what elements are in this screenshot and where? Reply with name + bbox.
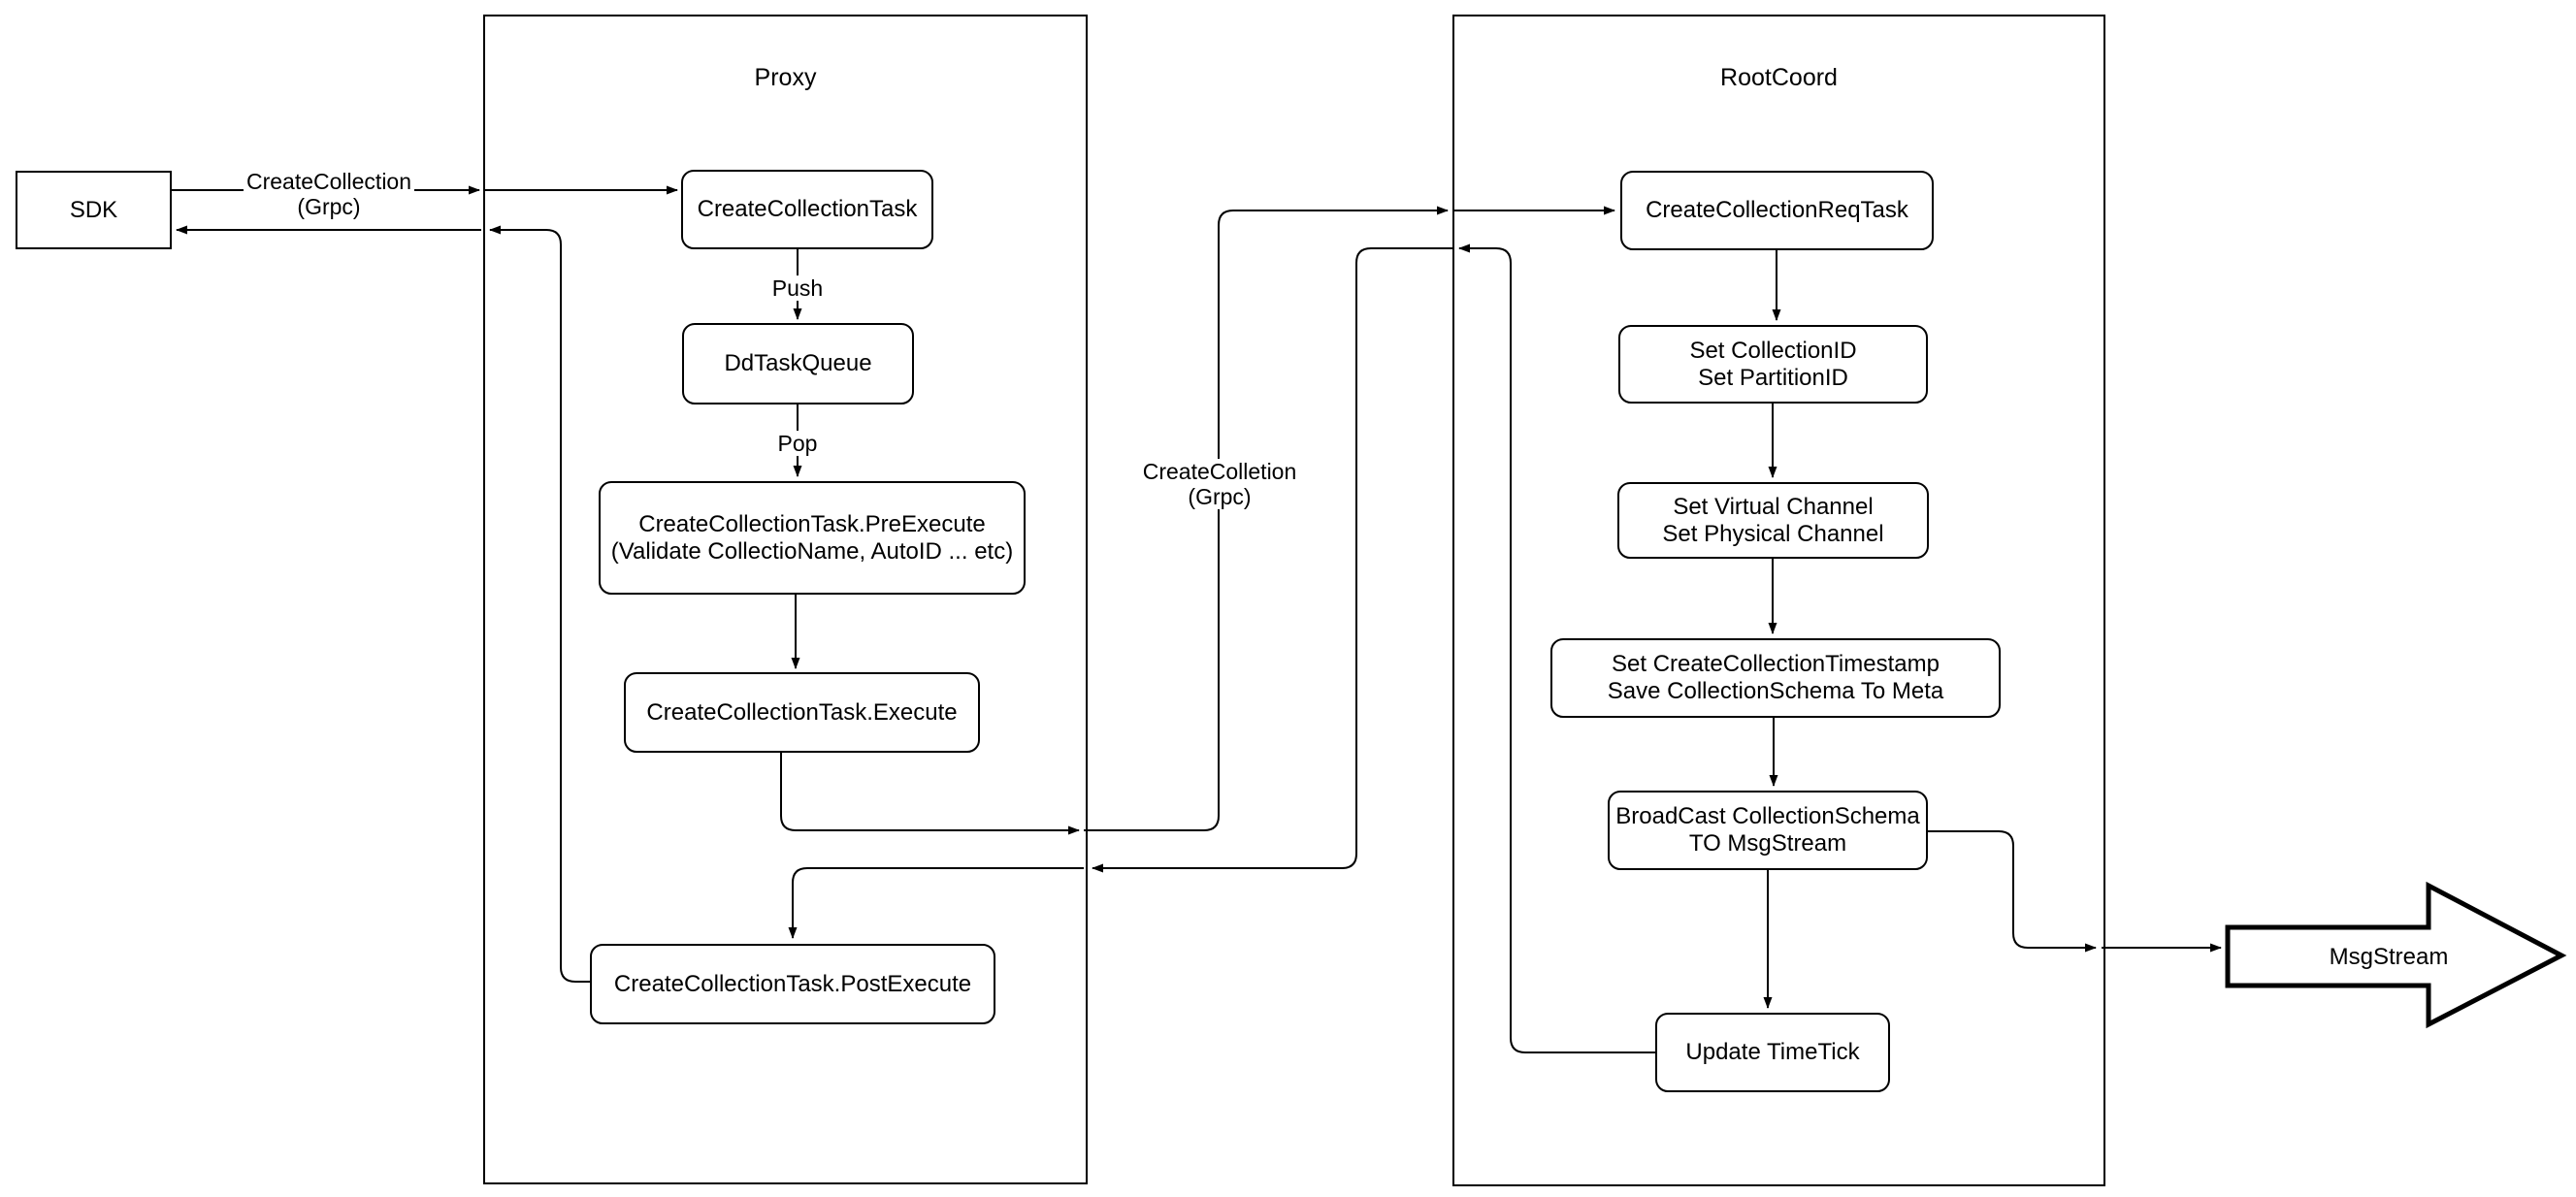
proxy-container: Proxy [483,15,1088,1184]
edge-label-grpc-mid-line2: (Grpc) [1188,484,1252,509]
rootcoord-title: RootCoord [1720,64,1838,91]
node-set-ids-label-line2: Set PartitionID [1698,364,1848,391]
node-pre-execute: CreateCollectionTask.PreExecute (Validat… [599,481,1026,595]
node-sdk-label: SDK [69,196,118,223]
node-set-timestamp-label-line1: Set CreateCollectionTimestamp [1612,651,1940,677]
node-sdk: SDK [16,171,172,249]
node-set-timestamp-label-line2: Save CollectionSchema To Meta [1607,678,1944,704]
edge-label-push: Push [768,275,827,301]
node-set-channels-label-line1: Set Virtual Channel [1673,493,1874,520]
msgstream-label: MsgStream [2330,944,2449,971]
edge-label-grpc-mid: CreateColletion (Grpc) [1139,459,1300,509]
node-create-collection-req-task-label: CreateCollectionReqTask [1646,197,1908,223]
node-create-collection-req-task: CreateCollectionReqTask [1620,171,1934,250]
node-set-channels: Set Virtual Channel Set Physical Channel [1617,482,1929,559]
node-pre-execute-label-line2: (Validate CollectioName, AutoID ... etc) [610,537,1014,565]
node-execute-label: CreateCollectionTask.Execute [646,698,958,726]
node-post-execute: CreateCollectionTask.PostExecute [590,944,995,1024]
node-execute: CreateCollectionTask.Execute [624,672,980,753]
node-broadcast-label-line2: TO MsgStream [1688,830,1847,857]
node-set-ids: Set CollectionID Set PartitionID [1618,325,1928,404]
proxy-title: Proxy [754,64,817,91]
node-post-execute-label: CreateCollectionTask.PostExecute [613,970,972,997]
edge-label-grpc-out-line2: (Grpc) [297,194,361,219]
node-update-timetick-label: Update TimeTick [1685,1039,1860,1065]
node-set-timestamp: Set CreateCollectionTimestamp Save Colle… [1550,638,2001,718]
node-set-channels-label-line2: Set Physical Channel [1662,520,1884,547]
edge-label-push-text: Push [771,275,824,301]
node-dd-task-queue: DdTaskQueue [682,323,914,404]
node-set-ids-label-line1: Set CollectionID [1689,337,1857,364]
node-create-collection-task: CreateCollectionTask [681,170,933,249]
rootcoord-container: RootCoord [1452,15,2105,1186]
node-broadcast: BroadCast CollectionSchema TO MsgStream [1608,791,1928,870]
node-dd-task-queue-label: DdTaskQueue [724,350,872,376]
node-pre-execute-label-line1: CreateCollectionTask.PreExecute [638,510,986,537]
node-broadcast-label-line1: BroadCast CollectionSchema [1615,803,1920,829]
edge-label-pop-text: Pop [777,431,818,456]
msgstream-arrow-shape [2225,881,2567,1029]
edge-label-pop: Pop [774,431,821,456]
node-update-timetick: Update TimeTick [1655,1013,1890,1092]
edge-label-grpc-out-line1: CreateCollection [245,169,412,194]
edge-label-grpc-out: CreateCollection (Grpc) [243,169,415,219]
node-create-collection-task-label: CreateCollectionTask [697,196,918,222]
msgstream-label-text: MsgStream [2329,944,2449,970]
edge-label-grpc-mid-line1: CreateColletion [1142,459,1297,484]
